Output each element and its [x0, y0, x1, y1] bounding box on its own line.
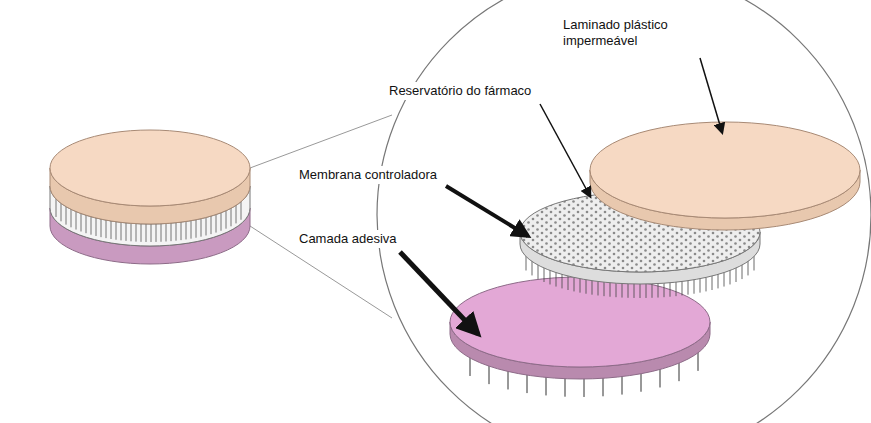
stroke-line — [156, 224, 157, 242]
stroke-line — [231, 208, 232, 226]
stroke-line — [71, 209, 72, 227]
stroke-line — [186, 221, 187, 239]
stroke-line — [66, 207, 67, 225]
stroke-line — [101, 219, 102, 237]
stroke-line — [151, 224, 152, 242]
stroke-line — [603, 376, 604, 396]
part-label: Laminado plástico impermeável — [560, 16, 688, 50]
leader-arrow — [400, 252, 478, 334]
impermeable-laminate — [590, 122, 860, 230]
stroke-line — [470, 356, 471, 376]
stroke-line — [81, 214, 82, 232]
stroke-line — [86, 215, 87, 233]
stroke-line — [146, 224, 147, 242]
stroke-line — [489, 364, 490, 384]
stroke-line — [546, 375, 547, 395]
stroke-line — [196, 220, 197, 238]
stroke-line — [131, 223, 132, 241]
stroke-line — [641, 372, 642, 392]
stroke-line — [527, 373, 528, 393]
stroke-line — [679, 361, 680, 381]
stroke-line — [211, 216, 212, 234]
stroke-line — [216, 215, 217, 233]
stroke-line — [221, 213, 222, 231]
stroke-line — [91, 217, 92, 235]
stroke-line — [141, 224, 142, 242]
stroke-line — [660, 367, 661, 387]
stroke-line — [111, 221, 112, 239]
stroke-line — [61, 203, 62, 221]
stroke-line — [56, 199, 57, 217]
stroke-line — [76, 212, 77, 230]
adhesive-layer — [450, 277, 710, 397]
stroke-line — [236, 205, 237, 223]
stroke-line — [96, 218, 97, 236]
part-label: Reservatório do fármaco — [386, 82, 534, 100]
stroke-line — [565, 377, 566, 397]
zoom-line — [250, 115, 392, 168]
stroke-line — [161, 224, 162, 242]
stroke-line — [106, 220, 107, 238]
stroke-line — [241, 202, 242, 220]
zoom-circle — [377, 0, 871, 423]
assembled-patch — [50, 130, 250, 264]
stroke-line — [126, 223, 127, 241]
leader-arrow — [540, 104, 590, 196]
stroke-line — [181, 222, 182, 240]
leader-arrow — [446, 186, 528, 236]
stroke-line — [176, 223, 177, 241]
stroke-line — [508, 369, 509, 389]
part-label: Camada adesiva — [296, 230, 400, 248]
stroke-line — [584, 377, 585, 397]
stroke-line — [171, 223, 172, 241]
stroke-line — [201, 219, 202, 237]
stroke-line — [116, 222, 117, 240]
stroke-line — [698, 351, 699, 371]
stroke-line — [622, 375, 623, 395]
part-label: Membrana controladora — [296, 166, 440, 184]
stroke-line — [121, 222, 122, 240]
stroke-line — [191, 221, 192, 239]
stroke-line — [206, 217, 207, 235]
stroke-line — [166, 224, 167, 242]
stroke-line — [136, 224, 137, 242]
stroke-line — [226, 211, 227, 229]
leader-arrow — [700, 58, 722, 132]
